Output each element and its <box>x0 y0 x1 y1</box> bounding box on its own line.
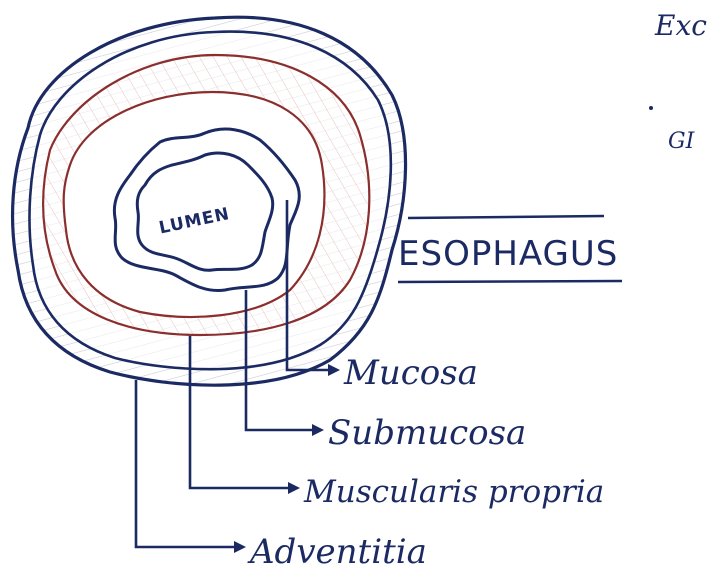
corner-text-top: Exc <box>654 9 707 42</box>
esophagus-title: ESOPHAGUS <box>398 234 618 274</box>
title-rule-top <box>408 216 604 218</box>
ink-dot <box>649 106 653 110</box>
adventitia-label: Adventitia <box>247 532 427 572</box>
mucosa-label: Mucosa <box>343 353 478 393</box>
adventitia-leader <box>136 380 234 547</box>
muscularis-label: Muscularis propria <box>303 474 604 510</box>
title-rule-bottom <box>398 281 622 282</box>
mucosa-arrowhead <box>328 364 340 376</box>
muscularis-arrowhead <box>288 482 300 494</box>
submucosa-label: Submucosa <box>328 413 526 453</box>
corner-text-mid: GI <box>668 129 696 154</box>
submucosa-arrowhead <box>312 424 324 436</box>
adventitia-arrowhead <box>234 541 246 553</box>
